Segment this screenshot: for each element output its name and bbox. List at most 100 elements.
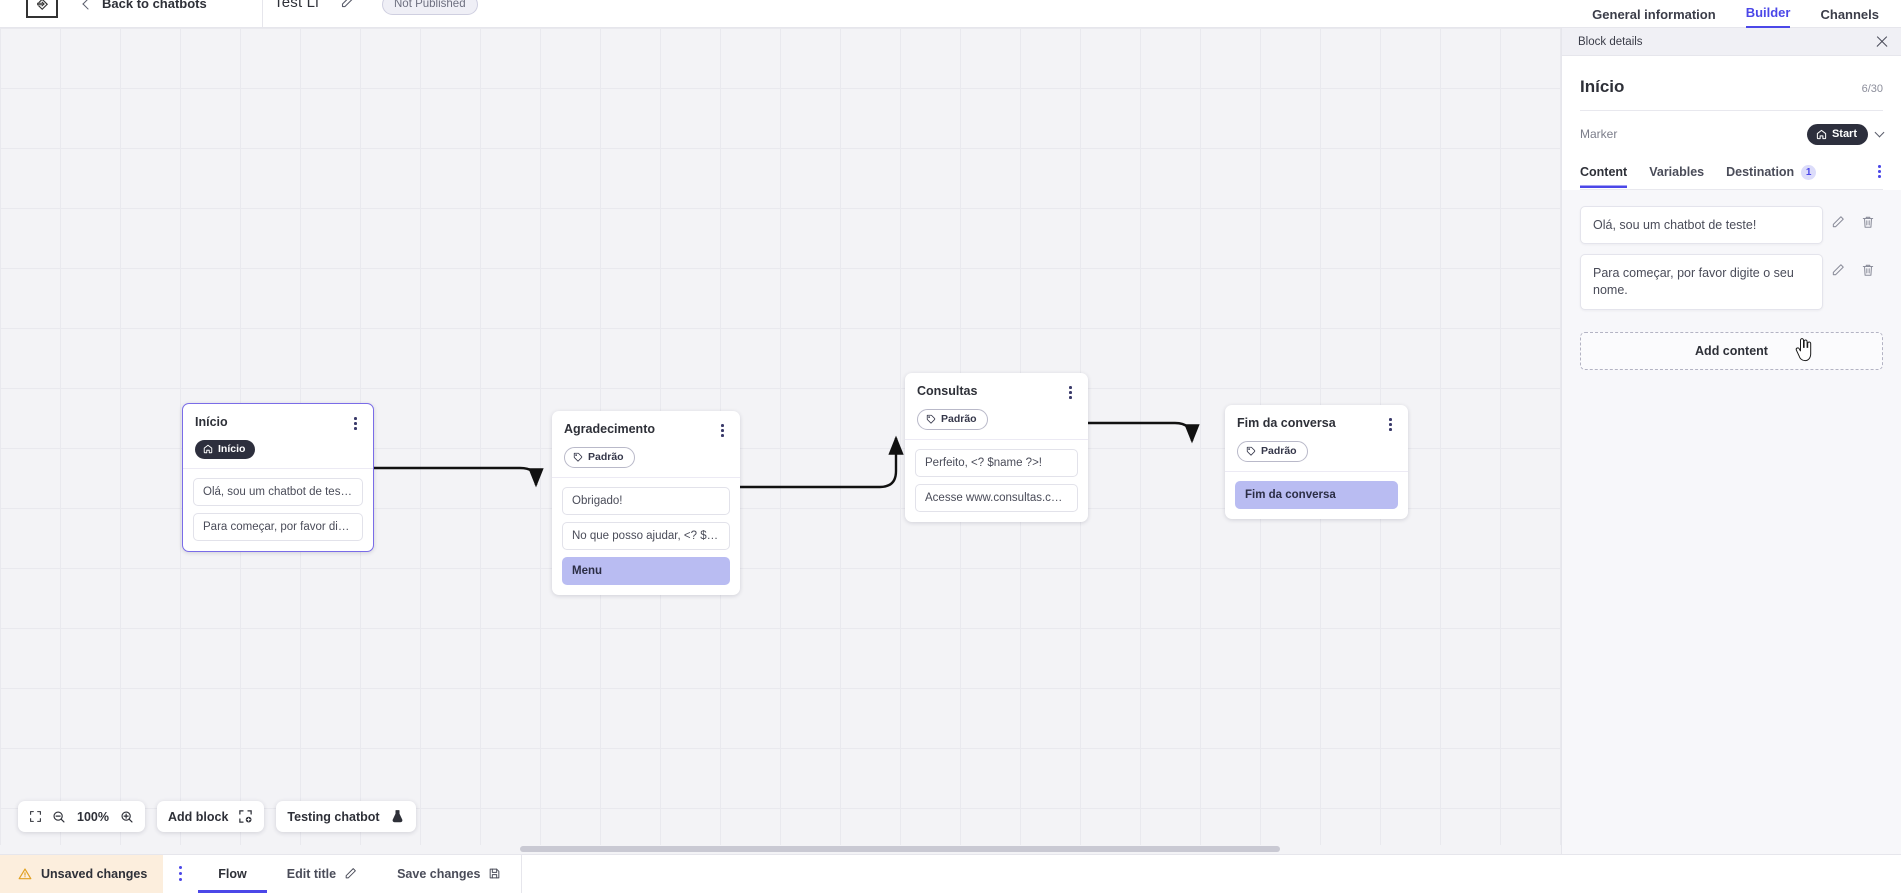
- node-tag-label: Padrão: [588, 451, 624, 463]
- save-icon: [488, 867, 501, 880]
- publish-status-badge: Not Published: [382, 0, 478, 15]
- warning-icon: [18, 867, 32, 881]
- testing-chatbot-label: Testing chatbot: [287, 810, 379, 824]
- node-tag-padrao: Padrão: [1237, 441, 1308, 463]
- node-options-icon[interactable]: [350, 415, 361, 432]
- content-item: Para começar, por favor digite o seu nom…: [1580, 254, 1883, 310]
- home-icon: [203, 444, 213, 454]
- node-tag-inicio: Início: [195, 440, 255, 460]
- back-to-chatbots-link[interactable]: Back to chatbots: [84, 0, 207, 11]
- close-icon[interactable]: [1875, 35, 1889, 49]
- tag-icon: [573, 452, 583, 462]
- header-tabs: General information Builder Channels: [1592, 0, 1879, 28]
- chatbot-logo[interactable]: ⎆: [26, 0, 58, 18]
- panel-tab-variables[interactable]: Variables: [1649, 155, 1704, 188]
- content-item: Olá, sou um chatbot de teste!: [1580, 206, 1883, 245]
- flow-node-inicio[interactable]: Início Início Olá, sou um chatbot de tes…: [182, 403, 374, 552]
- node-options-icon[interactable]: [717, 422, 728, 439]
- node-title: Consultas: [917, 384, 977, 398]
- node-tag-label: Início: [218, 443, 245, 455]
- node-item[interactable]: Perfeito, <? $name ?>!: [915, 449, 1078, 477]
- block-details-panel: Block details Início 6/30 Marker Start C…: [1561, 28, 1901, 854]
- node-tag-padrao: Padrão: [917, 409, 988, 431]
- content-delete-trash-icon[interactable]: [1853, 206, 1883, 229]
- panel-tab-label: Content: [1580, 165, 1627, 179]
- node-tag-label: Padrão: [1261, 445, 1297, 457]
- flow-canvas[interactable]: Início Início Olá, sou um chatbot de tes…: [0, 28, 1561, 854]
- node-title: Agradecimento: [564, 422, 655, 436]
- scrollbar-thumb[interactable]: [520, 846, 1280, 852]
- panel-tab-content[interactable]: Content: [1580, 155, 1627, 188]
- marker-value: Start: [1832, 128, 1857, 140]
- tag-icon: [926, 414, 936, 424]
- panel-title: Início: [1580, 77, 1624, 97]
- tag-icon: [1246, 446, 1256, 456]
- zoom-in-icon[interactable]: [120, 810, 134, 824]
- node-options-icon[interactable]: [1065, 384, 1076, 401]
- flow-label: Flow: [218, 867, 246, 881]
- edit-title-pencil-icon[interactable]: [340, 0, 355, 14]
- status-divider: [521, 855, 522, 893]
- header-divider: [262, 0, 263, 28]
- node-item[interactable]: Acesse www.consultas.com par...: [915, 484, 1078, 512]
- node-tag-padrao: Padrão: [564, 447, 635, 469]
- edit-title-button[interactable]: Edit title: [267, 855, 377, 893]
- unsaved-changes-indicator: Unsaved changes: [0, 855, 163, 893]
- node-item-menu[interactable]: Menu: [562, 557, 730, 585]
- add-block-button[interactable]: Add block: [157, 801, 264, 832]
- status-more-options-icon[interactable]: [163, 866, 198, 881]
- node-item-end[interactable]: Fim da conversa: [1235, 481, 1398, 509]
- flow-node-consultas[interactable]: Consultas Padrão Perfeito, <? $name ?>! …: [905, 373, 1088, 522]
- app-header: ⎆ Back to chatbots Test Li Not Published…: [0, 0, 1901, 28]
- zoom-controls: 100%: [18, 801, 145, 832]
- add-block-icon: [238, 809, 253, 824]
- marker-start-pill[interactable]: Start: [1807, 124, 1868, 145]
- node-item[interactable]: Para começar, por favor digite o ...: [193, 513, 363, 541]
- status-tab-flow[interactable]: Flow: [198, 855, 266, 893]
- content-text[interactable]: Olá, sou um chatbot de teste!: [1580, 206, 1823, 245]
- pencil-icon: [344, 867, 357, 880]
- panel-tab-destination[interactable]: Destination 1: [1726, 155, 1816, 189]
- node-item[interactable]: Olá, sou um chatbot de teste!: [193, 478, 363, 506]
- page-title: Test Li: [274, 0, 319, 11]
- testing-chatbot-button[interactable]: Testing chatbot: [276, 801, 415, 832]
- content-edit-pencil-icon[interactable]: [1823, 254, 1853, 277]
- chevron-down-icon[interactable]: [1875, 128, 1885, 138]
- unsaved-changes-label: Unsaved changes: [41, 867, 147, 881]
- panel-tab-label: Variables: [1649, 165, 1704, 179]
- save-changes-label: Save changes: [397, 867, 480, 881]
- tab-general-information[interactable]: General information: [1592, 7, 1716, 28]
- node-item[interactable]: Obrigado!: [562, 487, 730, 515]
- edit-title-label: Edit title: [287, 867, 336, 881]
- panel-tabs: Content Variables Destination 1: [1580, 155, 1883, 190]
- panel-body: Início 6/30 Marker Start Content Variabl…: [1562, 56, 1901, 190]
- status-bar: Unsaved changes Flow Edit title Save cha…: [0, 854, 1901, 892]
- content-text[interactable]: Para começar, por favor digite o seu nom…: [1580, 254, 1823, 310]
- panel-more-options-icon[interactable]: [1876, 155, 1883, 188]
- node-options-icon[interactable]: [1385, 416, 1396, 433]
- flow-node-agradecimento[interactable]: Agradecimento Padrão Obrigado! No que po…: [552, 411, 740, 595]
- flask-icon: [390, 809, 405, 824]
- fit-screen-icon[interactable]: [29, 810, 42, 823]
- content-list: Olá, sou um chatbot de teste! Para começ…: [1562, 190, 1901, 311]
- back-link-label: Back to chatbots: [102, 0, 207, 11]
- panel-block-counter: 6/30: [1862, 83, 1883, 95]
- content-edit-pencil-icon[interactable]: [1823, 206, 1853, 229]
- tab-channels[interactable]: Channels: [1820, 7, 1879, 28]
- node-item[interactable]: No que posso ajudar, <? $name ...: [562, 522, 730, 550]
- save-changes-button[interactable]: Save changes: [377, 855, 521, 893]
- panel-topbar: Block details: [1562, 28, 1901, 56]
- node-tag-label: Padrão: [941, 413, 977, 425]
- add-content-button[interactable]: Add content: [1580, 332, 1883, 370]
- panel-tab-label: Destination: [1726, 165, 1794, 179]
- canvas-horizontal-scrollbar[interactable]: [0, 845, 1561, 854]
- zoom-out-icon[interactable]: [52, 810, 66, 824]
- tab-builder[interactable]: Builder: [1746, 5, 1791, 28]
- canvas-toolbar: 100% Add block Testing chatbot: [18, 801, 416, 832]
- marker-label: Marker: [1580, 127, 1617, 141]
- node-title: Início: [195, 415, 228, 429]
- flow-node-fim-da-conversa[interactable]: Fim da conversa Padrão Fim da conversa: [1225, 405, 1408, 519]
- content-delete-trash-icon[interactable]: [1853, 254, 1883, 277]
- chevron-left-icon: [82, 0, 93, 9]
- node-title: Fim da conversa: [1237, 416, 1336, 430]
